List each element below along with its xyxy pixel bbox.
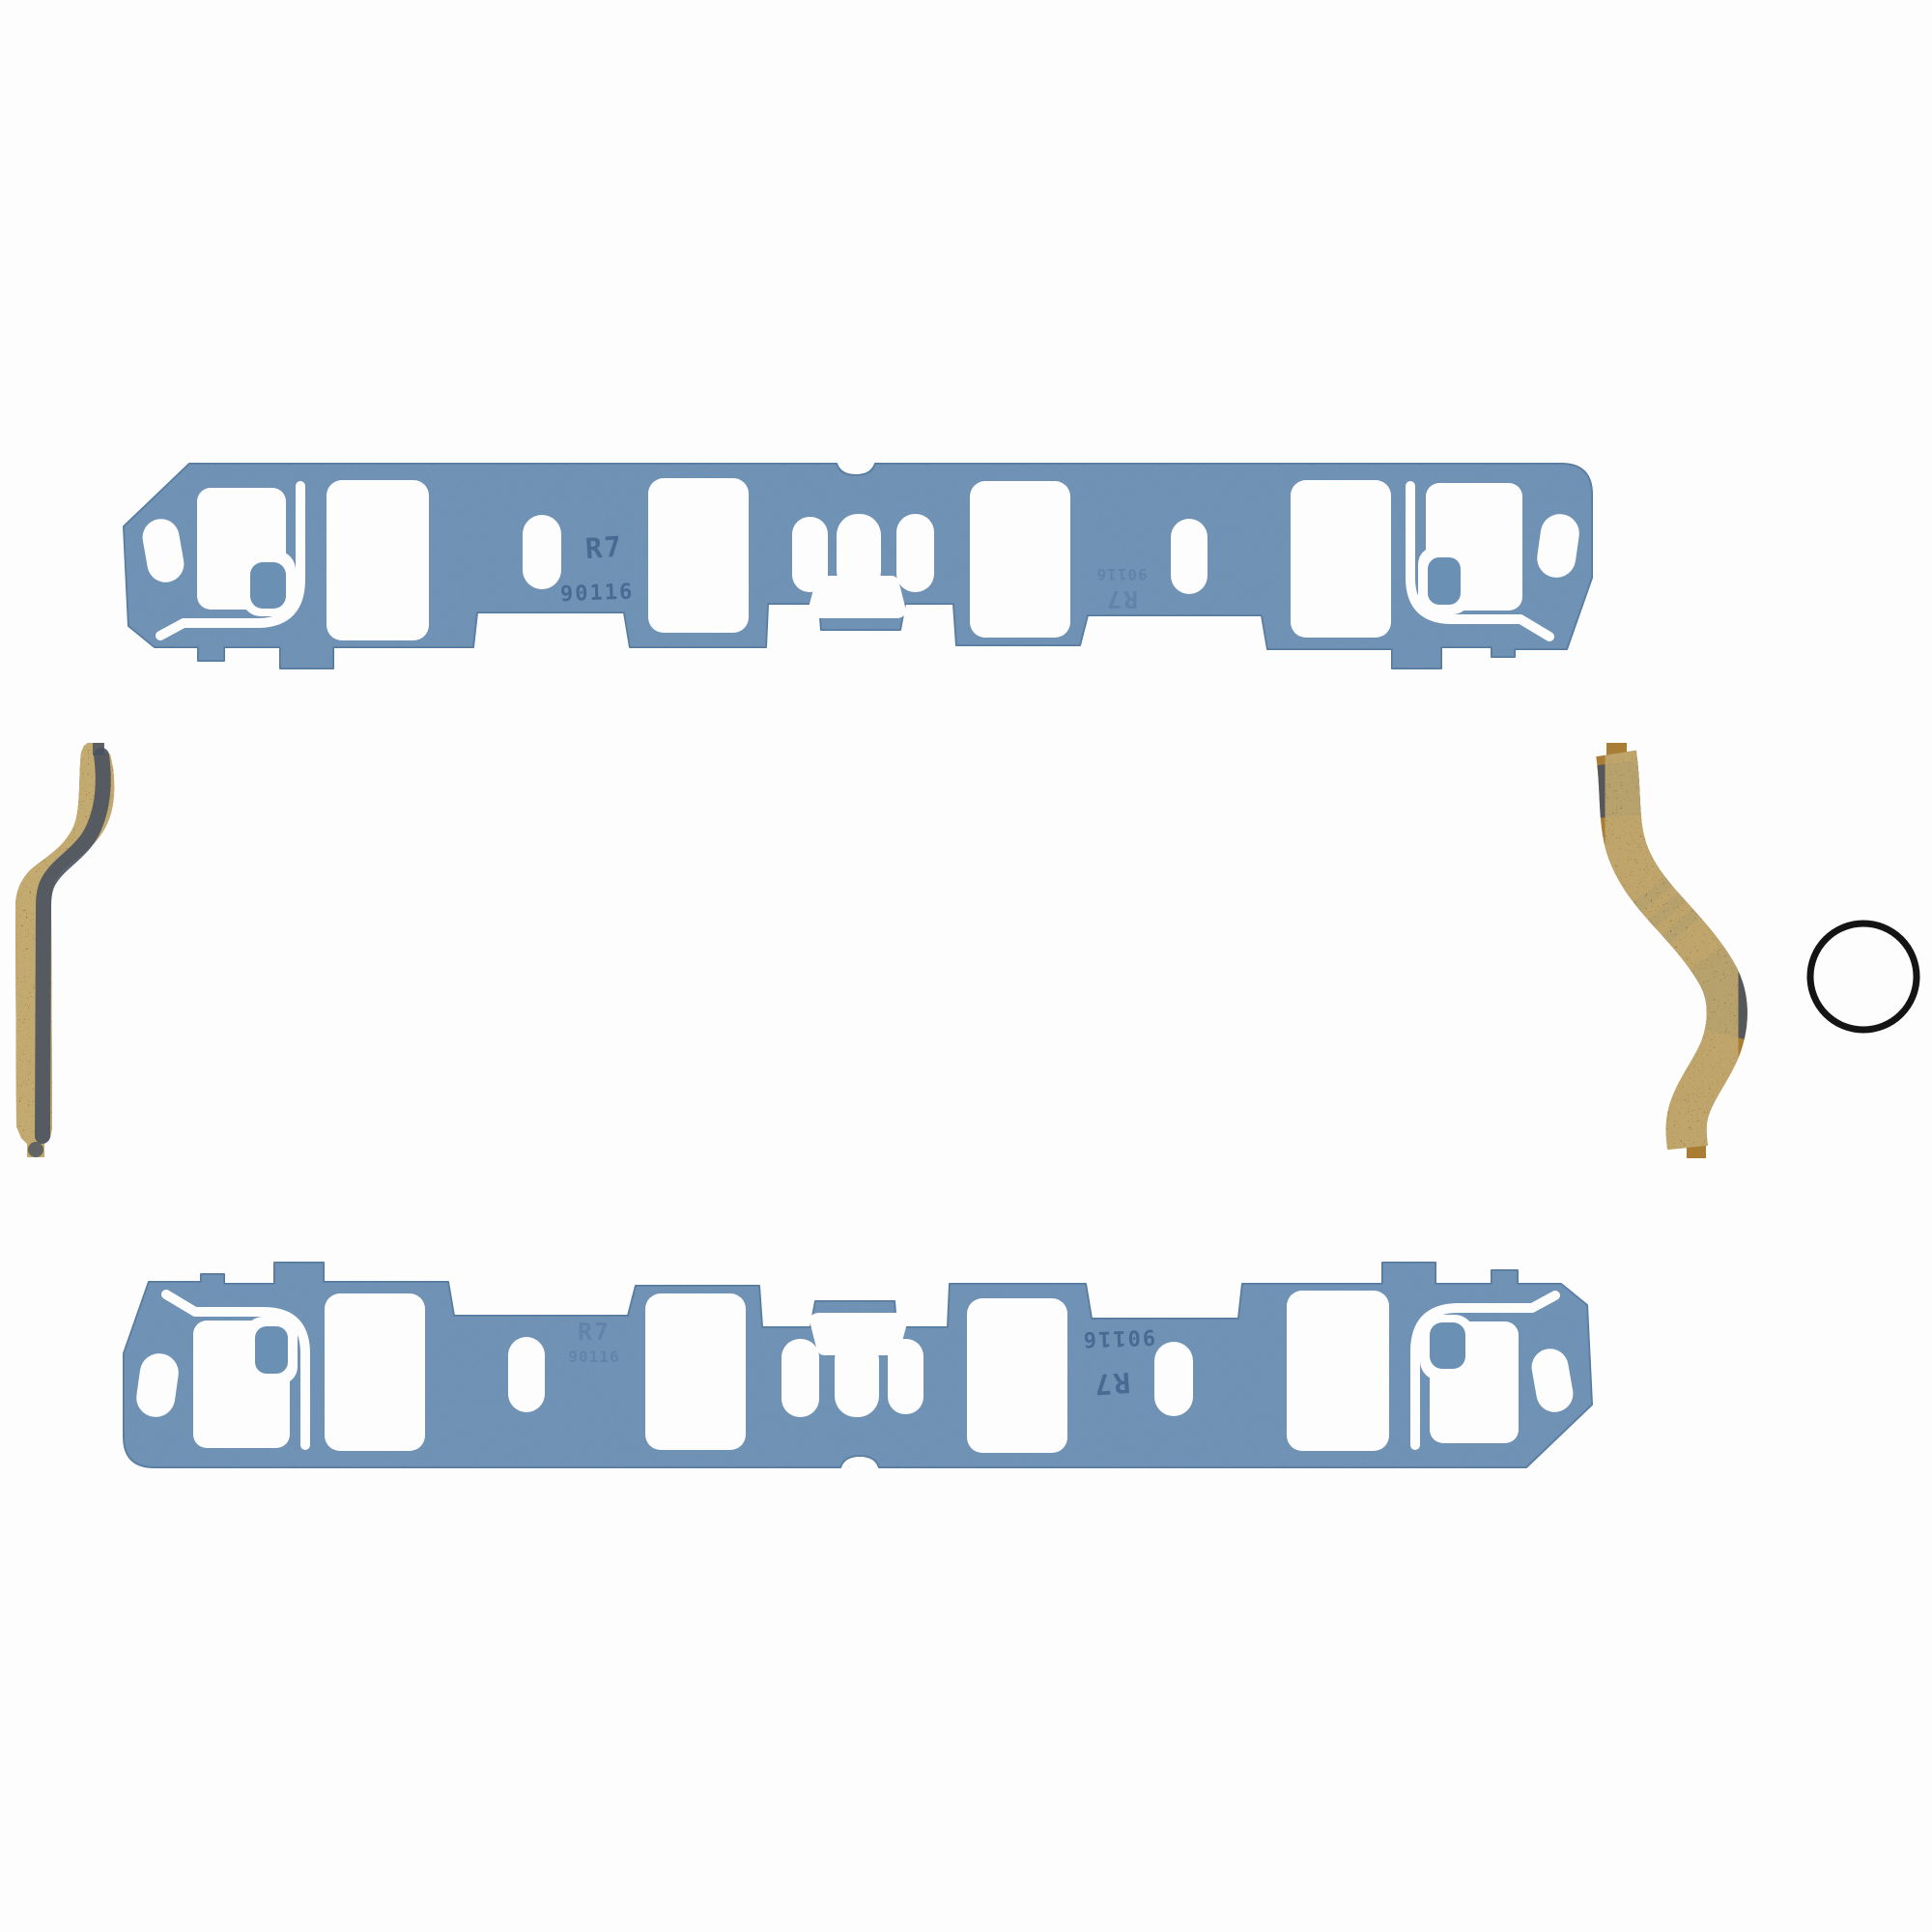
o-ring xyxy=(1806,920,1920,1034)
